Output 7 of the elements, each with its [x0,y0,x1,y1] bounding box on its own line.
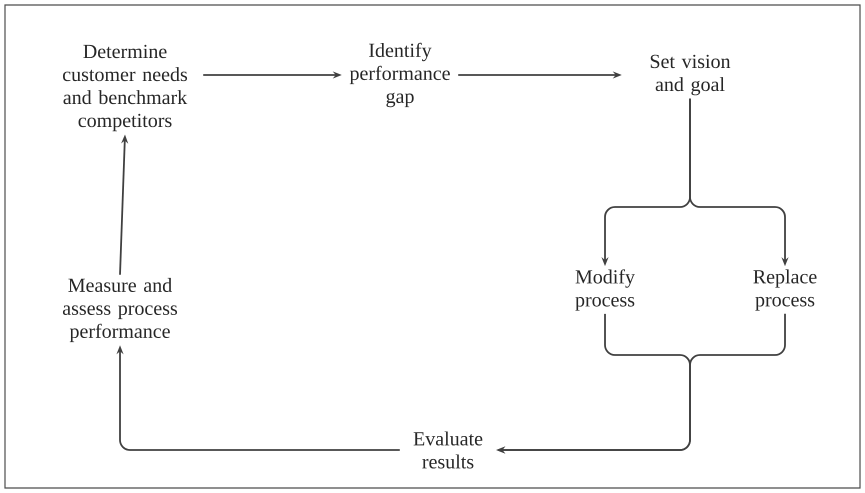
step-text: Determine customer needs and benchmark competitors [63,44,188,132]
step-text: Set vision and goal [650,54,730,96]
step-text: Replace process [753,269,817,311]
step-text: Modify process [575,269,635,311]
step-text: Identify performance gap [350,42,450,108]
step-text: Measure and assess process performance [62,278,178,342]
step-text: Evaluate results [414,431,482,469]
